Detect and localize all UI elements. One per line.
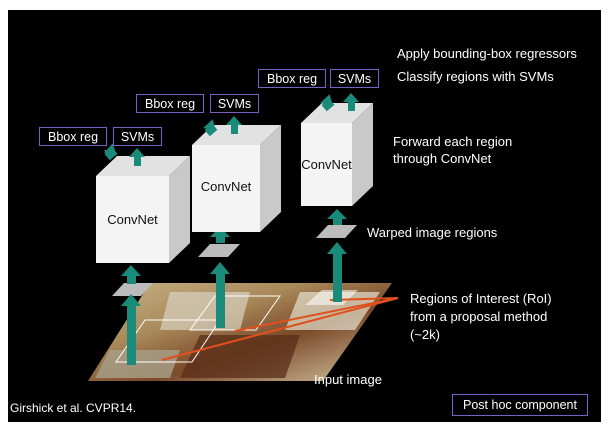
- note-forward-line2: through ConvNet: [393, 151, 492, 166]
- input-image: [88, 283, 392, 381]
- note-roi-line2: from a proposal method: [410, 309, 548, 324]
- bbox-reg-tag-3: Bbox reg: [258, 69, 326, 88]
- warped-patch-3: [316, 225, 357, 238]
- upward-arrows: [121, 209, 347, 365]
- note-warped-regions: Warped image regions: [367, 225, 498, 240]
- note-forward-line1: Forward each region: [393, 134, 513, 149]
- post-hoc-box: Post hoc component: [452, 394, 588, 416]
- convnet-label-1: ConvNet: [107, 212, 158, 227]
- note-classify-svm: Classify regions with SVMs: [397, 69, 554, 84]
- convnet-cube-3: [301, 103, 373, 206]
- svms-tag-3: SVMs: [330, 69, 379, 88]
- output-arrows: [104, 93, 359, 166]
- warped-patch-1: [112, 283, 153, 296]
- note-roi-line3: (~2k): [410, 327, 440, 342]
- svms-tag-1: SVMs: [113, 127, 162, 146]
- warped-patches: [112, 225, 357, 296]
- convnet-label-3: ConvNet: [301, 157, 352, 172]
- note-apply-bbox: Apply bounding-box regressors: [397, 46, 577, 61]
- convnet-label-2: ConvNet: [200, 179, 252, 194]
- note-roi-line1: Regions of Interest (RoI): [410, 291, 552, 306]
- bbox-reg-tag-2: Bbox reg: [136, 94, 204, 113]
- svms-tag-2: SVMs: [210, 94, 259, 113]
- note-input-image: Input image: [314, 372, 382, 387]
- warped-patch-2: [198, 244, 240, 257]
- citation: Girshick et al. CVPR14.: [10, 401, 137, 415]
- convnet-cube-1: [96, 156, 190, 263]
- bbox-reg-tag-1: Bbox reg: [39, 127, 107, 146]
